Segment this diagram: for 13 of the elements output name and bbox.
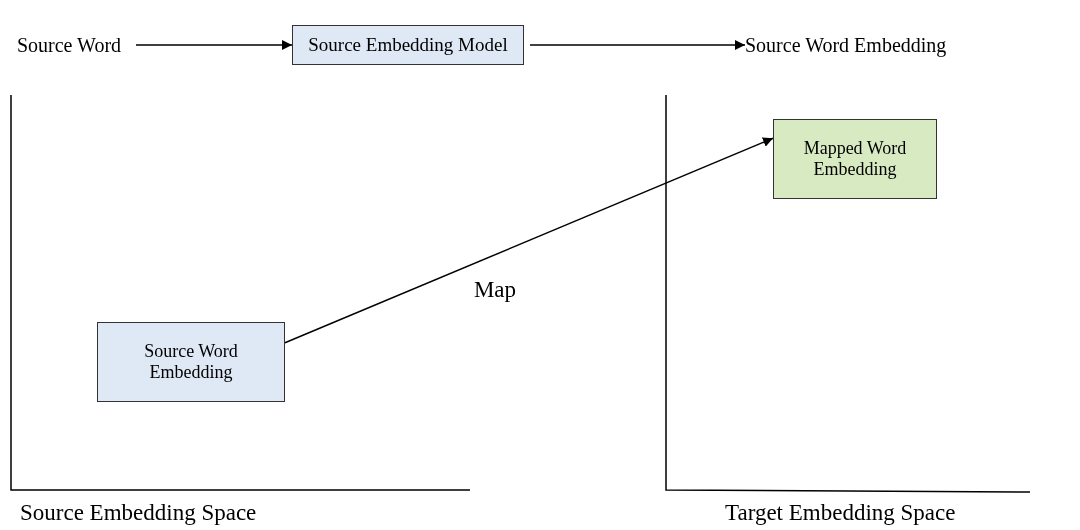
axis-label: Source Embedding Space [20,500,257,526]
text-label: Source Word [8,28,130,62]
process-box [773,119,937,199]
box-label: Source Word Embedding [143,341,239,383]
axis-label: Target Embedding Space [725,500,956,526]
text-label: Source Word Embedding [745,28,1077,62]
arrow [529,40,746,50]
process-box [97,322,285,402]
arrow [135,40,293,50]
box-label: Source Embedding Model [307,34,509,56]
process-box [292,25,524,65]
box-label: Mapped Word Embedding [802,138,908,180]
arrow [284,137,774,344]
